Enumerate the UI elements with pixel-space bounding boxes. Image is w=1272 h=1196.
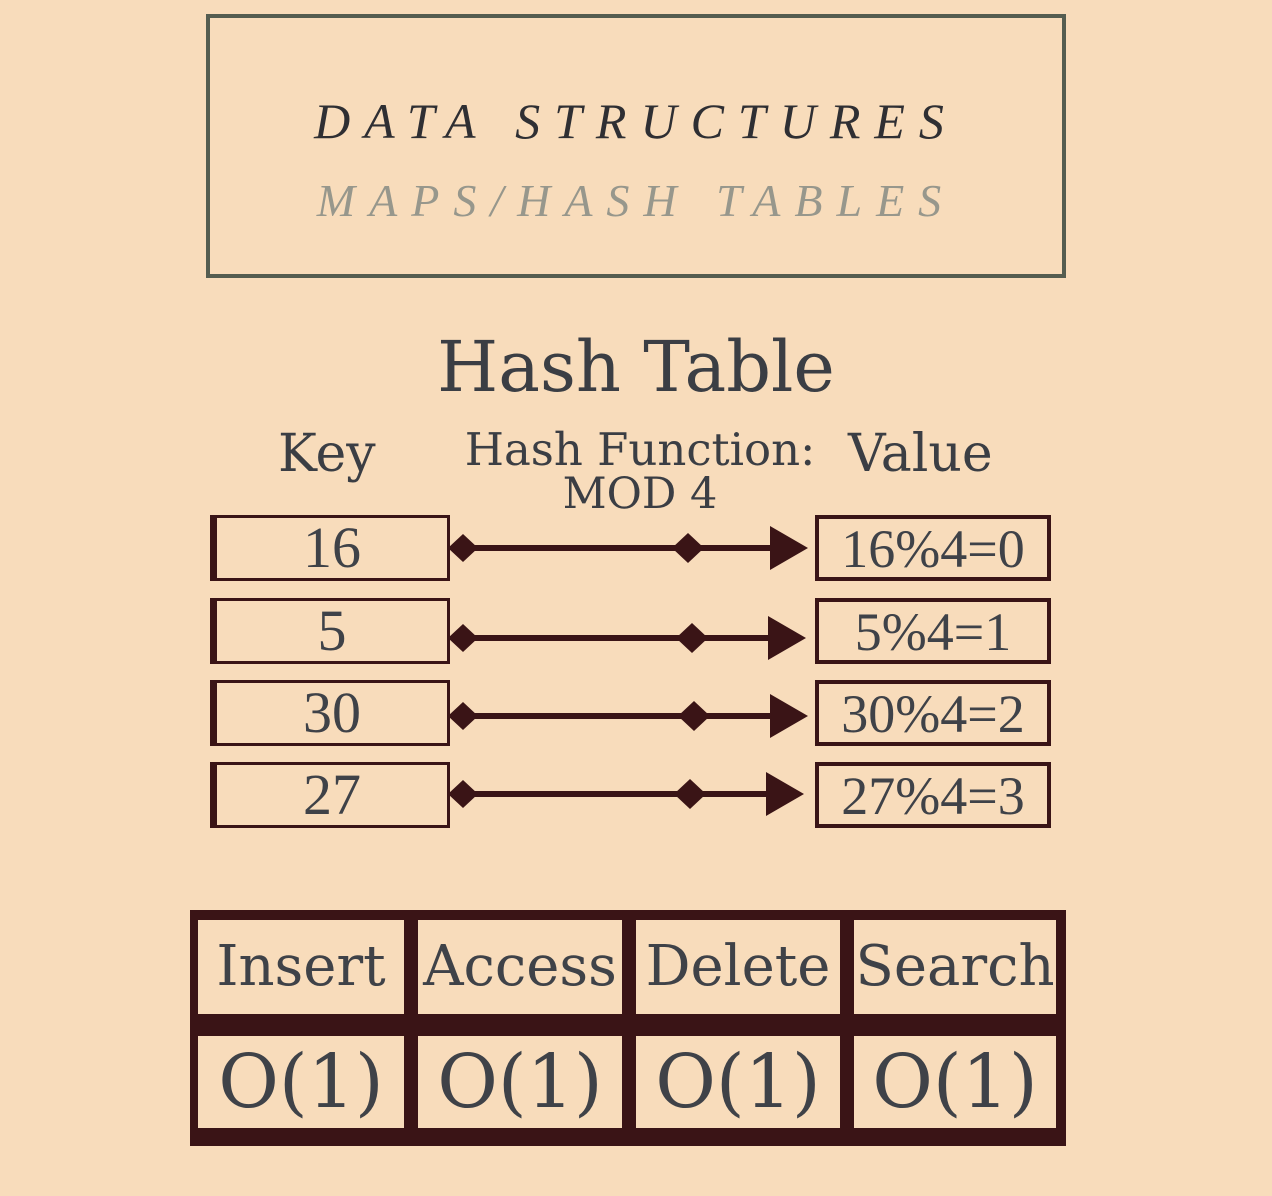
operation-name: Insert [198, 920, 404, 1014]
value-box: 16%4=0 [815, 515, 1051, 581]
complexity-table: Insert Access Delete Search O(1) O(1) O(… [190, 910, 1066, 1146]
diagram-heading: Hash Table [437, 326, 835, 408]
value-box: 30%4=2 [815, 680, 1051, 746]
title-main: DATA STRUCTURES [314, 93, 958, 149]
value-box: 5%4=1 [815, 598, 1051, 664]
value-box: 27%4=3 [815, 762, 1051, 828]
operation-complexity: O(1) [636, 1036, 840, 1128]
key-column-header: Key [278, 424, 376, 484]
mapping-arrow [448, 526, 808, 570]
operation-complexity: O(1) [418, 1036, 622, 1128]
hash-function-detail: MOD 4 [562, 469, 718, 519]
operation-name: Access [418, 920, 622, 1014]
operation-name: Search [854, 920, 1056, 1014]
operation-complexity: O(1) [854, 1036, 1056, 1128]
title-subtitle: MAPS/HASH TABLES [316, 175, 956, 226]
key-box: 5 [210, 598, 450, 664]
mapping-arrow [448, 694, 808, 738]
value-column-header: Value [848, 424, 993, 484]
operation-complexity: O(1) [198, 1036, 404, 1128]
operation-name: Delete [636, 920, 840, 1014]
mapping-arrow [448, 772, 804, 816]
hash-function-header: Hash Function: MOD 4 [440, 427, 840, 519]
key-box: 27 [210, 762, 450, 828]
title-frame: DATA STRUCTURES MAPS/HASH TABLES [206, 14, 1066, 278]
hash-function-label: Hash Function: [464, 423, 816, 476]
mapping-arrow [448, 616, 806, 660]
key-box: 30 [210, 680, 450, 746]
